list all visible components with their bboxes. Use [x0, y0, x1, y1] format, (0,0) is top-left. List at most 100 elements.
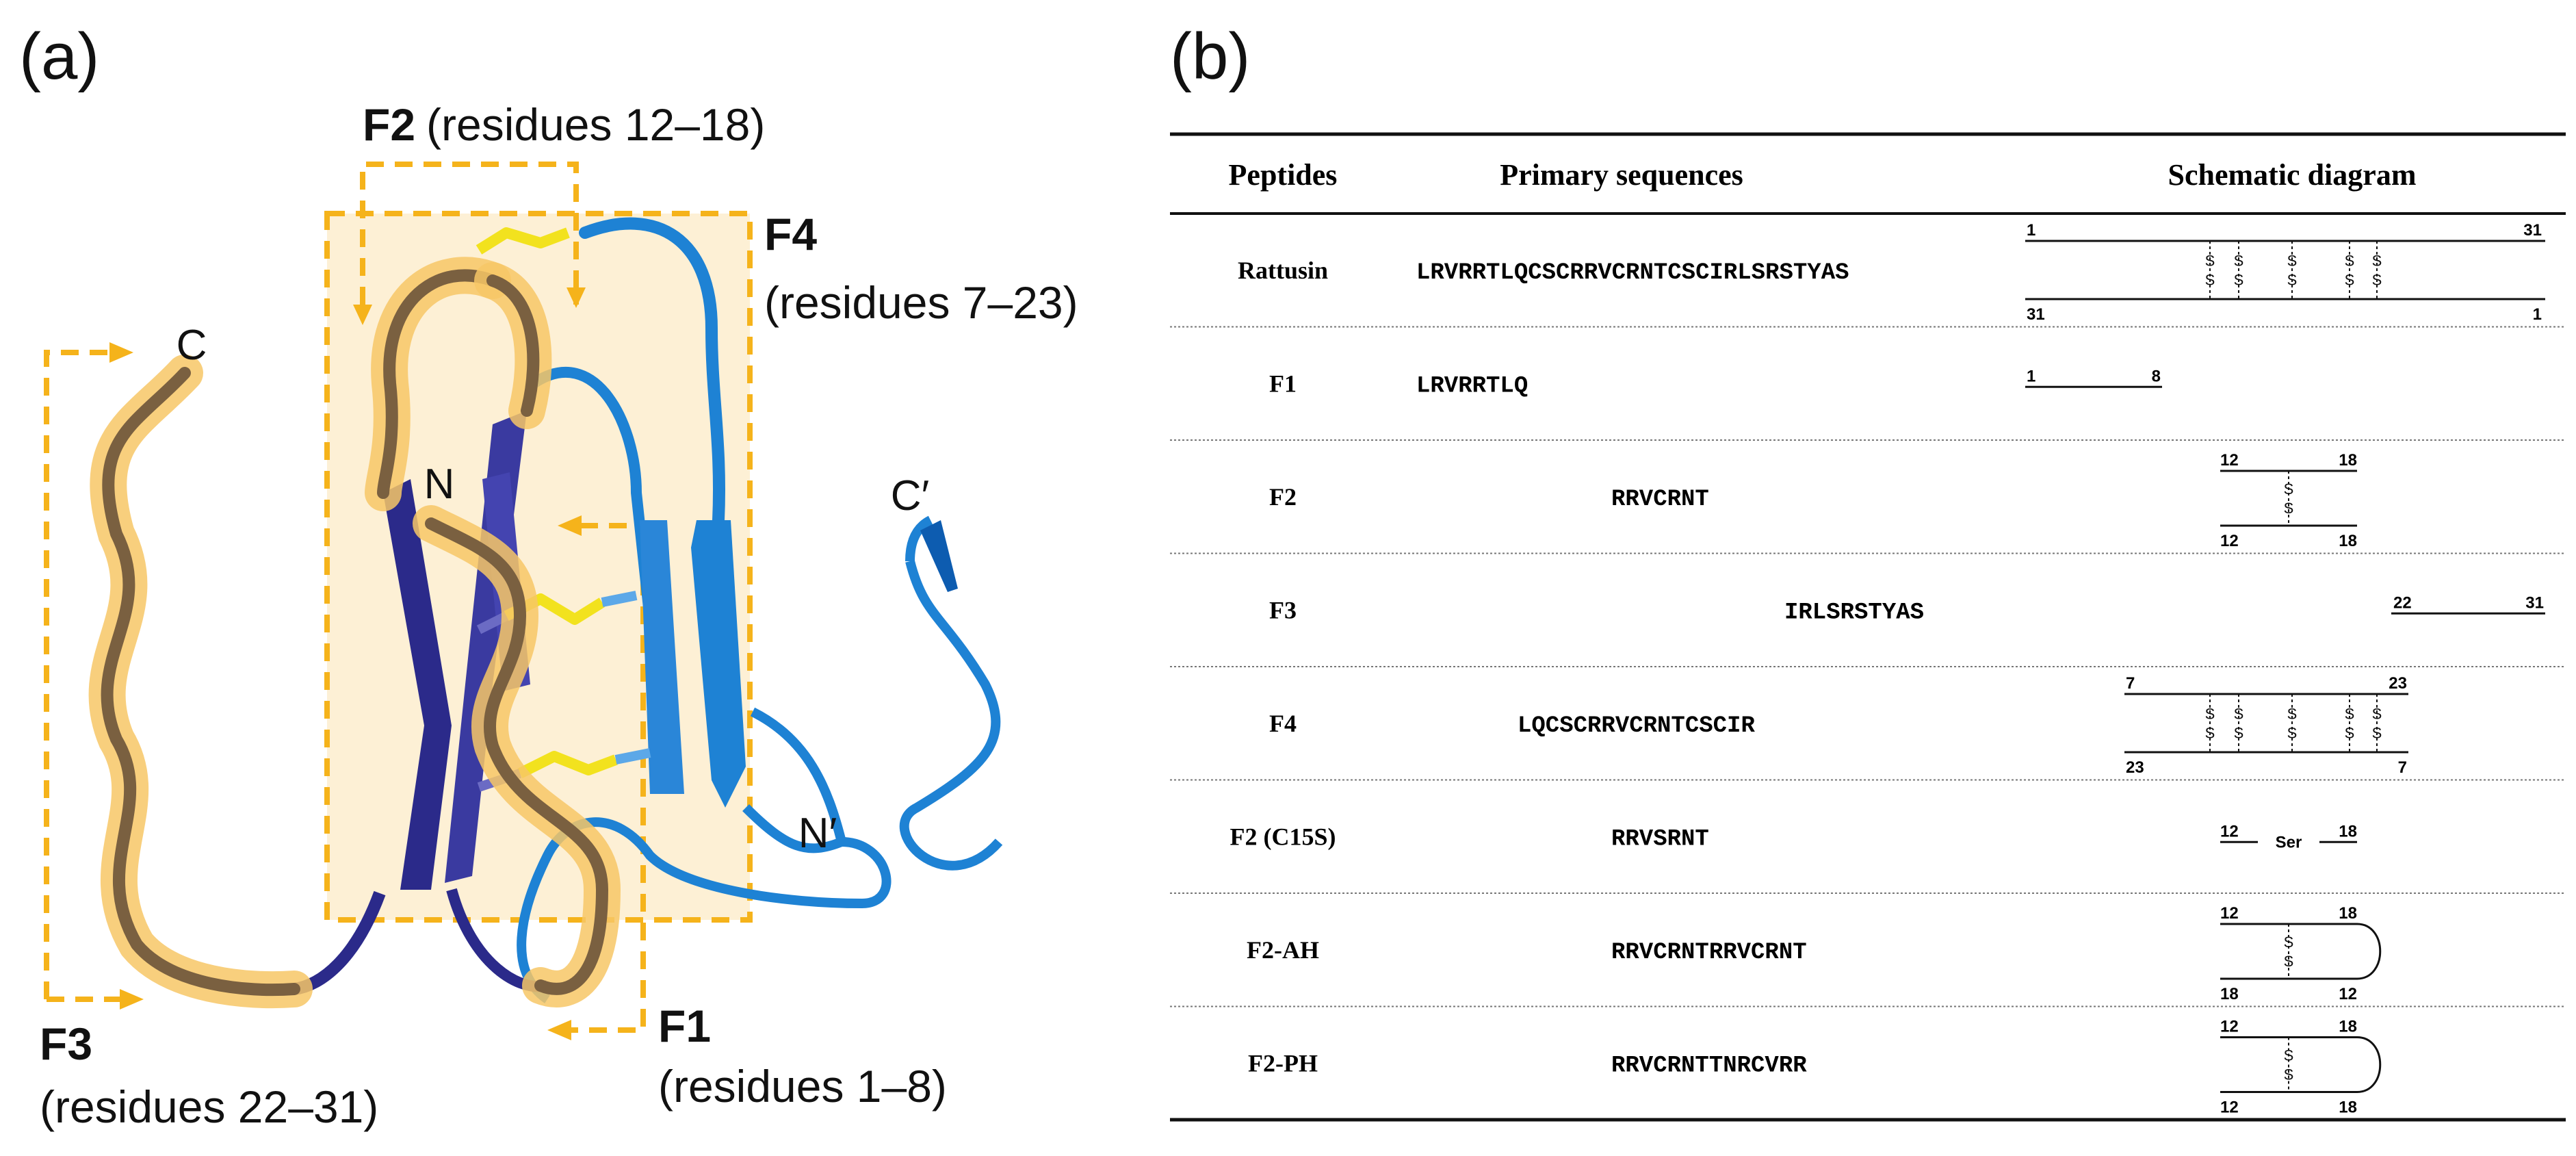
disulfide-bond: SS: [2205, 241, 2215, 299]
disulfide-bond: SS: [2287, 694, 2298, 752]
panel-b-label: (b): [1170, 20, 1251, 93]
sulfur-label: S: [2284, 1066, 2294, 1083]
residue-number: 31: [2027, 305, 2045, 324]
table-row: Rattusin LRVRRTLQCSCRRVCRNTCSCIRLSRSTYAS 1…: [1170, 221, 2566, 328]
disulfide-bond: SS: [2205, 694, 2215, 752]
f1-bracket: [568, 523, 646, 1033]
disulfide-bond: SS: [2284, 471, 2294, 526]
c-prime-terminus-label: C′: [891, 472, 929, 519]
hairpin-loop: [2356, 1036, 2382, 1093]
c-terminus-label: C: [177, 322, 207, 369]
residue-number: 18: [2220, 985, 2239, 1003]
residue-number: 18: [2339, 1099, 2357, 1117]
sulfur-label: S: [2345, 706, 2355, 723]
header-peptides: Peptides: [1229, 158, 1338, 192]
residue-number: 31: [2525, 593, 2544, 612]
f1-label: F1: [658, 1001, 711, 1051]
peptide-name: F4: [1269, 710, 1297, 737]
primary-sequence: RRVCRNT: [1611, 487, 1709, 513]
sulfur-label: S: [2284, 934, 2294, 951]
sulfur-label: S: [2205, 272, 2215, 289]
sulfur-label: S: [2345, 253, 2355, 270]
schematic-diagram: 22 31: [2391, 593, 2545, 615]
header-primary-sequences: Primary sequences: [1500, 158, 1743, 192]
peptide-table: Peptides Primary sequences Schematic dia…: [1170, 132, 2566, 1122]
residue-number: 1: [2027, 367, 2035, 385]
residue-number: 1: [2533, 305, 2542, 324]
residue-number: 23: [2389, 674, 2407, 693]
peptide-name: F1: [1269, 370, 1297, 397]
residue-number: 31: [2523, 221, 2542, 240]
f2-label: F2(residues 12–18): [363, 99, 765, 150]
residue-number: 1: [2027, 221, 2035, 240]
disulfide-bond: SS: [2234, 694, 2244, 752]
primary-sequence: RRVSRNT: [1611, 826, 1709, 852]
sulfur-label: S: [2287, 725, 2298, 742]
residue-number: 22: [2393, 593, 2412, 612]
disulfide-bond: SS: [2372, 241, 2382, 299]
primary-sequence: LQCSCRRVCRNTCSCIR: [1518, 713, 1755, 739]
f2-bracket: [360, 162, 579, 305]
disulfide-bond: SS: [2372, 694, 2382, 752]
primary-sequence: RRVCRNTTNRCVRR: [1611, 1053, 1807, 1079]
primary-sequence: LRVRRTLQ: [1416, 373, 1528, 399]
sulfur-label: S: [2205, 253, 2215, 270]
f3-arrow-top: [109, 342, 133, 363]
f3-arrow-bottom: [120, 989, 144, 1010]
header-schematic-diagram: Schematic diagram: [2168, 158, 2417, 192]
disulfide-bond: SS: [2284, 924, 2294, 979]
n-prime-terminus-label: N′: [798, 810, 837, 857]
peptide-name: F2: [1269, 483, 1297, 511]
peptide-structure-figure: C N C′ N′ F2(residues 12–18) F4 (residue…: [40, 99, 1078, 1132]
peptide-name: Rattusin: [1238, 257, 1328, 284]
residue-number: 18: [2339, 451, 2357, 470]
sulfur-label: S: [2284, 480, 2294, 498]
sulfur-label: S: [2234, 272, 2244, 289]
primary-sequence: RRVCRNTRRVCRNT: [1611, 940, 1807, 966]
residue-number: 12: [2220, 904, 2239, 923]
f4-dashed-box: [324, 211, 753, 923]
disulfide-bond: SS: [2345, 241, 2355, 299]
f4-range-label: (residues 7–23): [764, 277, 1078, 328]
sulfur-label: S: [2234, 706, 2244, 723]
primary-sequence: IRLSRSTYAS: [1784, 600, 1924, 626]
sulfur-label: S: [2372, 253, 2382, 270]
table-rows: Rattusin LRVRRTLQCSCRRVCRNTCSCIRLSRSTYAS 1…: [1170, 221, 2566, 1117]
panel-a-label: (a): [19, 20, 100, 93]
f2-arrow-left: [353, 305, 372, 325]
residue-number: 23: [2126, 758, 2144, 777]
residue-number: 12: [2339, 985, 2357, 1003]
residue-number: 12: [2220, 451, 2239, 470]
f3-bracket: [44, 350, 113, 999]
f3-range-label: (residues 22–31): [40, 1081, 378, 1132]
sulfur-label: S: [2205, 706, 2215, 723]
sulfur-label: S: [2345, 272, 2355, 289]
f1-range-label: (residues 1–8): [658, 1061, 947, 1112]
sulfur-label: S: [2345, 725, 2355, 742]
residue-number: 7: [2126, 674, 2135, 693]
residue-number: 12: [2220, 822, 2239, 840]
disulfide-bond: SS: [2234, 241, 2244, 299]
f4-label: F4: [764, 209, 817, 259]
residue-number: 7: [2398, 758, 2407, 777]
panel-a: (a): [0, 0, 1163, 1156]
disulfide-bond: SS: [2287, 241, 2297, 299]
peptide-name: F2 (C15S): [1230, 823, 1336, 850]
residue-number: 12: [2220, 1018, 2239, 1036]
primary-sequence: LRVRRTLQCSCRRVCRNTCSCIRLSRSTYAS: [1416, 260, 1849, 286]
f3-label: F3: [40, 1018, 92, 1069]
sulfur-label: S: [2284, 953, 2294, 970]
